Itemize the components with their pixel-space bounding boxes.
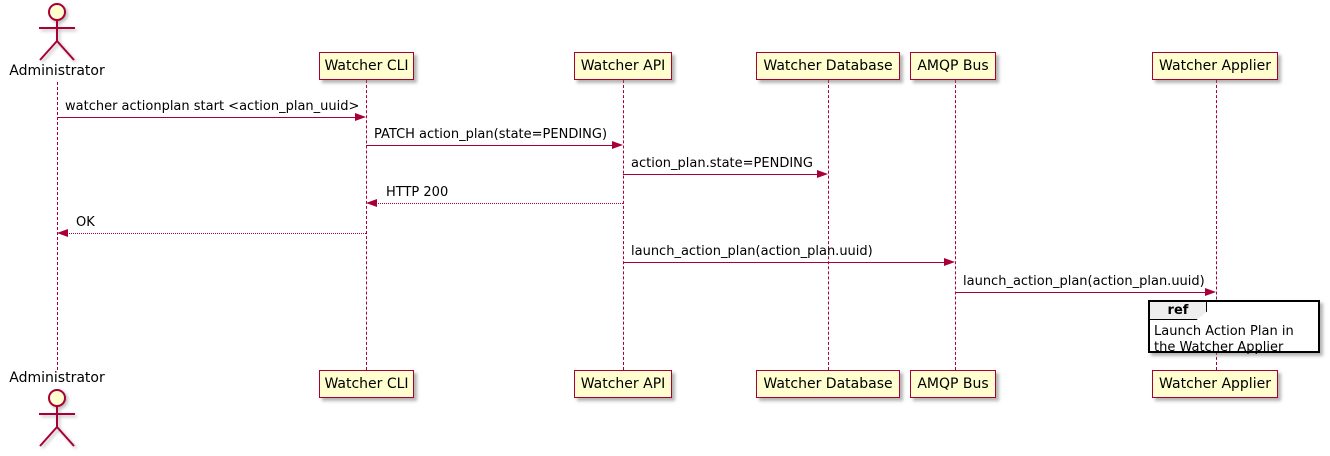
message-label: watcher actionplan start <action_plan_uu…: [65, 99, 360, 114]
message-line: [623, 262, 946, 263]
arrowhead-icon: [57, 229, 68, 237]
message-line: [366, 145, 614, 146]
message-line: [57, 117, 357, 118]
lifeline-amqp-bus: [955, 80, 956, 370]
ref-fragment: ref Launch Action Plan in the Watcher Ap…: [1148, 300, 1320, 355]
message-label: OK: [76, 215, 95, 230]
participant-label: Watcher API: [580, 58, 666, 74]
participant-watcher-cli-top: Watcher CLI: [319, 52, 414, 80]
participant-label: AMQP Bus: [917, 376, 989, 392]
message-line: [623, 174, 819, 175]
ref-text: Launch Action Plan in the Watcher Applie…: [1154, 324, 1294, 355]
message-label: launch_action_plan(action_plan.uuid): [963, 274, 1205, 289]
participant-watcher-api-top: Watcher API: [574, 52, 672, 80]
actor-label: Administrator: [9, 63, 105, 79]
ref-keyword: ref: [1149, 301, 1207, 320]
actor-label: Administrator: [9, 370, 105, 386]
actor-administrator-bottom: Administrator: [2, 370, 112, 452]
lifeline-watcher-api: [623, 80, 624, 370]
actor-icon: [39, 389, 75, 447]
participant-watcher-database-top: Watcher Database: [756, 52, 900, 80]
participant-watcher-applier-bottom: Watcher Applier: [1152, 370, 1278, 398]
participant-label: Watcher CLI: [324, 58, 409, 74]
participant-amqp-bus-top: AMQP Bus: [910, 52, 996, 80]
participant-label: Watcher Database: [763, 376, 893, 392]
arrowhead-icon: [355, 113, 366, 121]
message-line: [66, 233, 366, 234]
participant-watcher-api-bottom: Watcher API: [574, 370, 672, 398]
arrowhead-icon: [1205, 288, 1216, 296]
participant-label: Watcher Database: [763, 58, 893, 74]
participant-watcher-applier-top: Watcher Applier: [1152, 52, 1278, 80]
participant-amqp-bus-bottom: AMQP Bus: [910, 370, 996, 398]
actor-icon: [39, 3, 75, 61]
participant-label: Watcher Applier: [1159, 376, 1271, 392]
actor-administrator-top: Administrator: [2, 3, 112, 79]
lifeline-watcher-database: [828, 80, 829, 370]
lifeline-administrator: [57, 82, 58, 370]
participant-label: Watcher CLI: [324, 376, 409, 392]
lifeline-watcher-cli: [366, 80, 367, 370]
message-line: [375, 203, 623, 204]
lifeline-watcher-applier: [1216, 80, 1217, 370]
arrowhead-icon: [944, 258, 955, 266]
message-label: HTTP 200: [386, 185, 449, 200]
participant-watcher-cli-bottom: Watcher CLI: [319, 370, 414, 398]
arrowhead-icon: [817, 170, 828, 178]
arrowhead-icon: [612, 141, 623, 149]
message-line: [955, 292, 1207, 293]
participant-watcher-database-bottom: Watcher Database: [756, 370, 900, 398]
participant-label: Watcher Applier: [1159, 58, 1271, 74]
message-label: PATCH action_plan(state=PENDING): [374, 127, 608, 142]
participant-label: AMQP Bus: [917, 58, 989, 74]
arrowhead-icon: [366, 199, 377, 207]
message-label: launch_action_plan(action_plan.uuid): [631, 244, 873, 259]
participant-label: Watcher API: [580, 376, 666, 392]
message-label: action_plan.state=PENDING: [631, 156, 813, 171]
